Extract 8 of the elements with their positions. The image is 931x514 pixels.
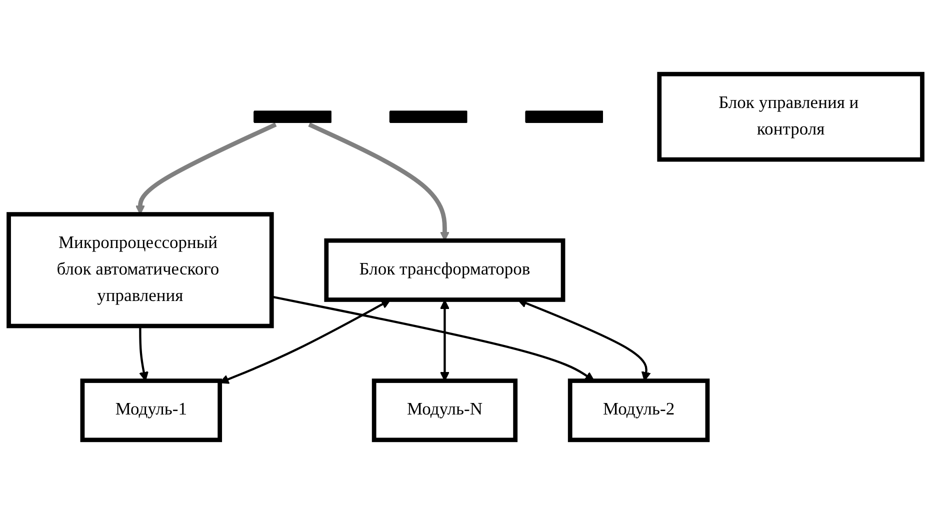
arrow bbox=[219, 300, 391, 384]
node-box: Микропроцессорный блок автоматического управления bbox=[6, 212, 274, 328]
node-box: Блок трансформаторов bbox=[324, 238, 566, 302]
node-box: Модуль-1 bbox=[80, 378, 222, 442]
node-box: Модуль-N bbox=[372, 378, 518, 442]
arrow bbox=[308, 122, 450, 241]
node-box: Блок управления и контроля bbox=[657, 72, 924, 162]
node-box: Модуль-2 bbox=[568, 378, 710, 442]
